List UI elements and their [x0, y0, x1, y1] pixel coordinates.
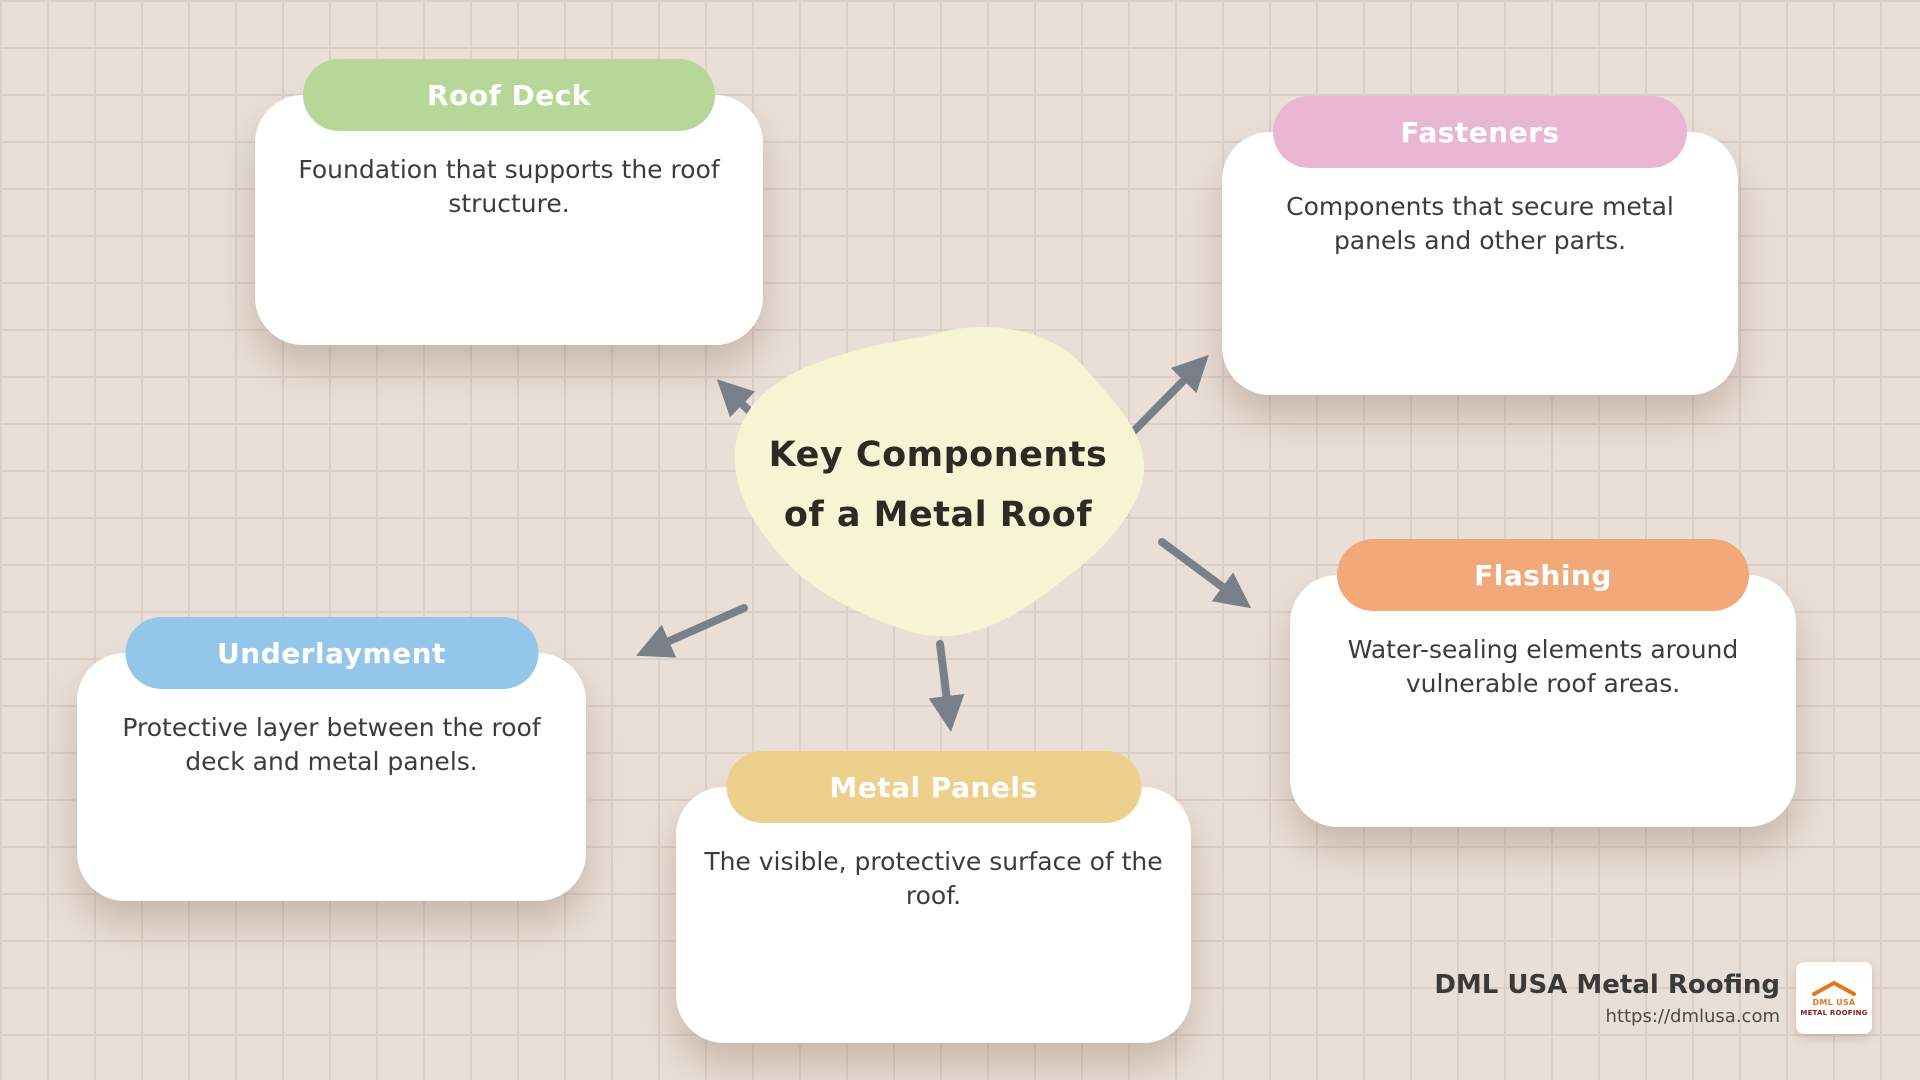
- node-description: Components that secure metal panels and …: [1286, 192, 1674, 255]
- node-description: The visible, protective surface of the r…: [704, 847, 1163, 910]
- node-card-metal-panels: Metal Panels The visible, protective sur…: [676, 751, 1191, 1043]
- logo-text-line1: DML USA: [1812, 997, 1856, 1007]
- company-url[interactable]: https://dmlusa.com: [1605, 1005, 1780, 1027]
- arrow-to-metal-panels: [928, 640, 965, 732]
- node-label: Fasteners: [1400, 115, 1560, 149]
- center-topic: Key Components of a Metal Roof: [718, 317, 1158, 652]
- blob-shape: [734, 327, 1145, 637]
- arrow-to-fasteners: [1129, 354, 1209, 436]
- arrow-to-underlayment: [636, 604, 748, 658]
- node-description: Foundation that supports the roof struct…: [298, 155, 720, 218]
- node-label: Roof Deck: [427, 78, 591, 112]
- node-header-pill: Roof Deck: [303, 59, 715, 131]
- node-card-underlayment: Underlayment Protective layer between th…: [77, 617, 586, 901]
- node-card-roof-deck: Roof Deck Foundation that supports the r…: [255, 59, 763, 345]
- node-card-fasteners: Fasteners Components that secure metal p…: [1222, 96, 1738, 395]
- node-header-pill: Fasteners: [1273, 96, 1687, 168]
- node-header-pill: Underlayment: [125, 617, 538, 689]
- company-logo: DML USA METAL ROOFING: [1796, 962, 1872, 1034]
- roof-icon: [1811, 980, 1857, 996]
- company-name: DML USA Metal Roofing: [1434, 969, 1780, 1000]
- node-label: Underlayment: [217, 636, 446, 670]
- arrow-to-flashing: [1158, 538, 1252, 609]
- footer-text: DML USA Metal Roofing https://dmlusa.com: [1434, 970, 1780, 1027]
- node-header-pill: Flashing: [1337, 539, 1749, 611]
- node-label: Flashing: [1474, 558, 1612, 592]
- node-card-flashing: Flashing Water-sealing elements around v…: [1290, 539, 1796, 827]
- node-description: Protective layer between the roof deck a…: [122, 713, 541, 776]
- center-title-line2: of a Metal Roof: [783, 494, 1093, 535]
- center-title: Key Components of a Metal Roof: [718, 317, 1158, 652]
- node-header-pill: Metal Panels: [726, 751, 1141, 823]
- footer-branding: DML USA Metal Roofing https://dmlusa.com…: [1434, 962, 1872, 1034]
- node-label: Metal Panels: [829, 770, 1038, 804]
- node-description: Water-sealing elements around vulnerable…: [1347, 635, 1739, 698]
- center-title-line1: Key Components: [768, 434, 1108, 475]
- logo-text-line2: METAL ROOFING: [1800, 1008, 1868, 1017]
